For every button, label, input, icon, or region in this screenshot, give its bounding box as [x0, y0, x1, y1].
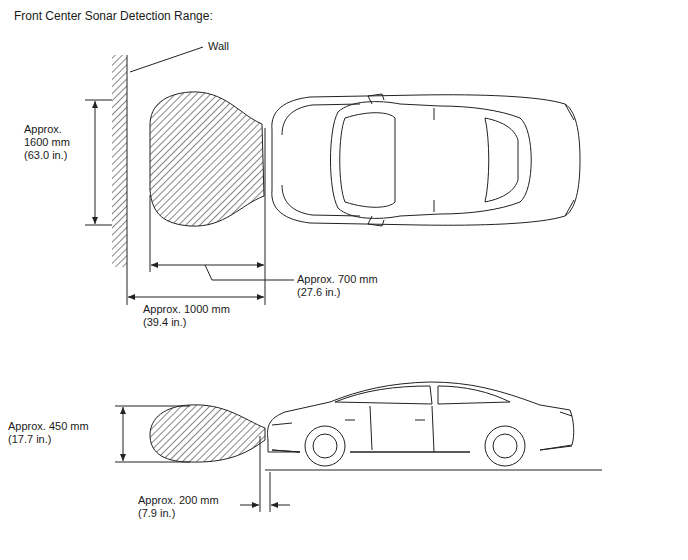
dimension-label: Approx. 1000 mm (39.4 in.): [143, 303, 243, 329]
part-label: Wall: [208, 40, 268, 53]
dimension-label: Approx. 1600 mm (63.0 in.): [24, 123, 82, 162]
dimension-label: Approx. 700 mm (27.6 in.): [297, 273, 393, 299]
diagram-title: Front Center Sonar Detection Range:: [14, 9, 213, 23]
dimension-label: Approx. 200 mm (7.9 in.): [138, 494, 234, 520]
dimension-label: Approx. 450 mm (17.7 in.): [8, 420, 104, 446]
